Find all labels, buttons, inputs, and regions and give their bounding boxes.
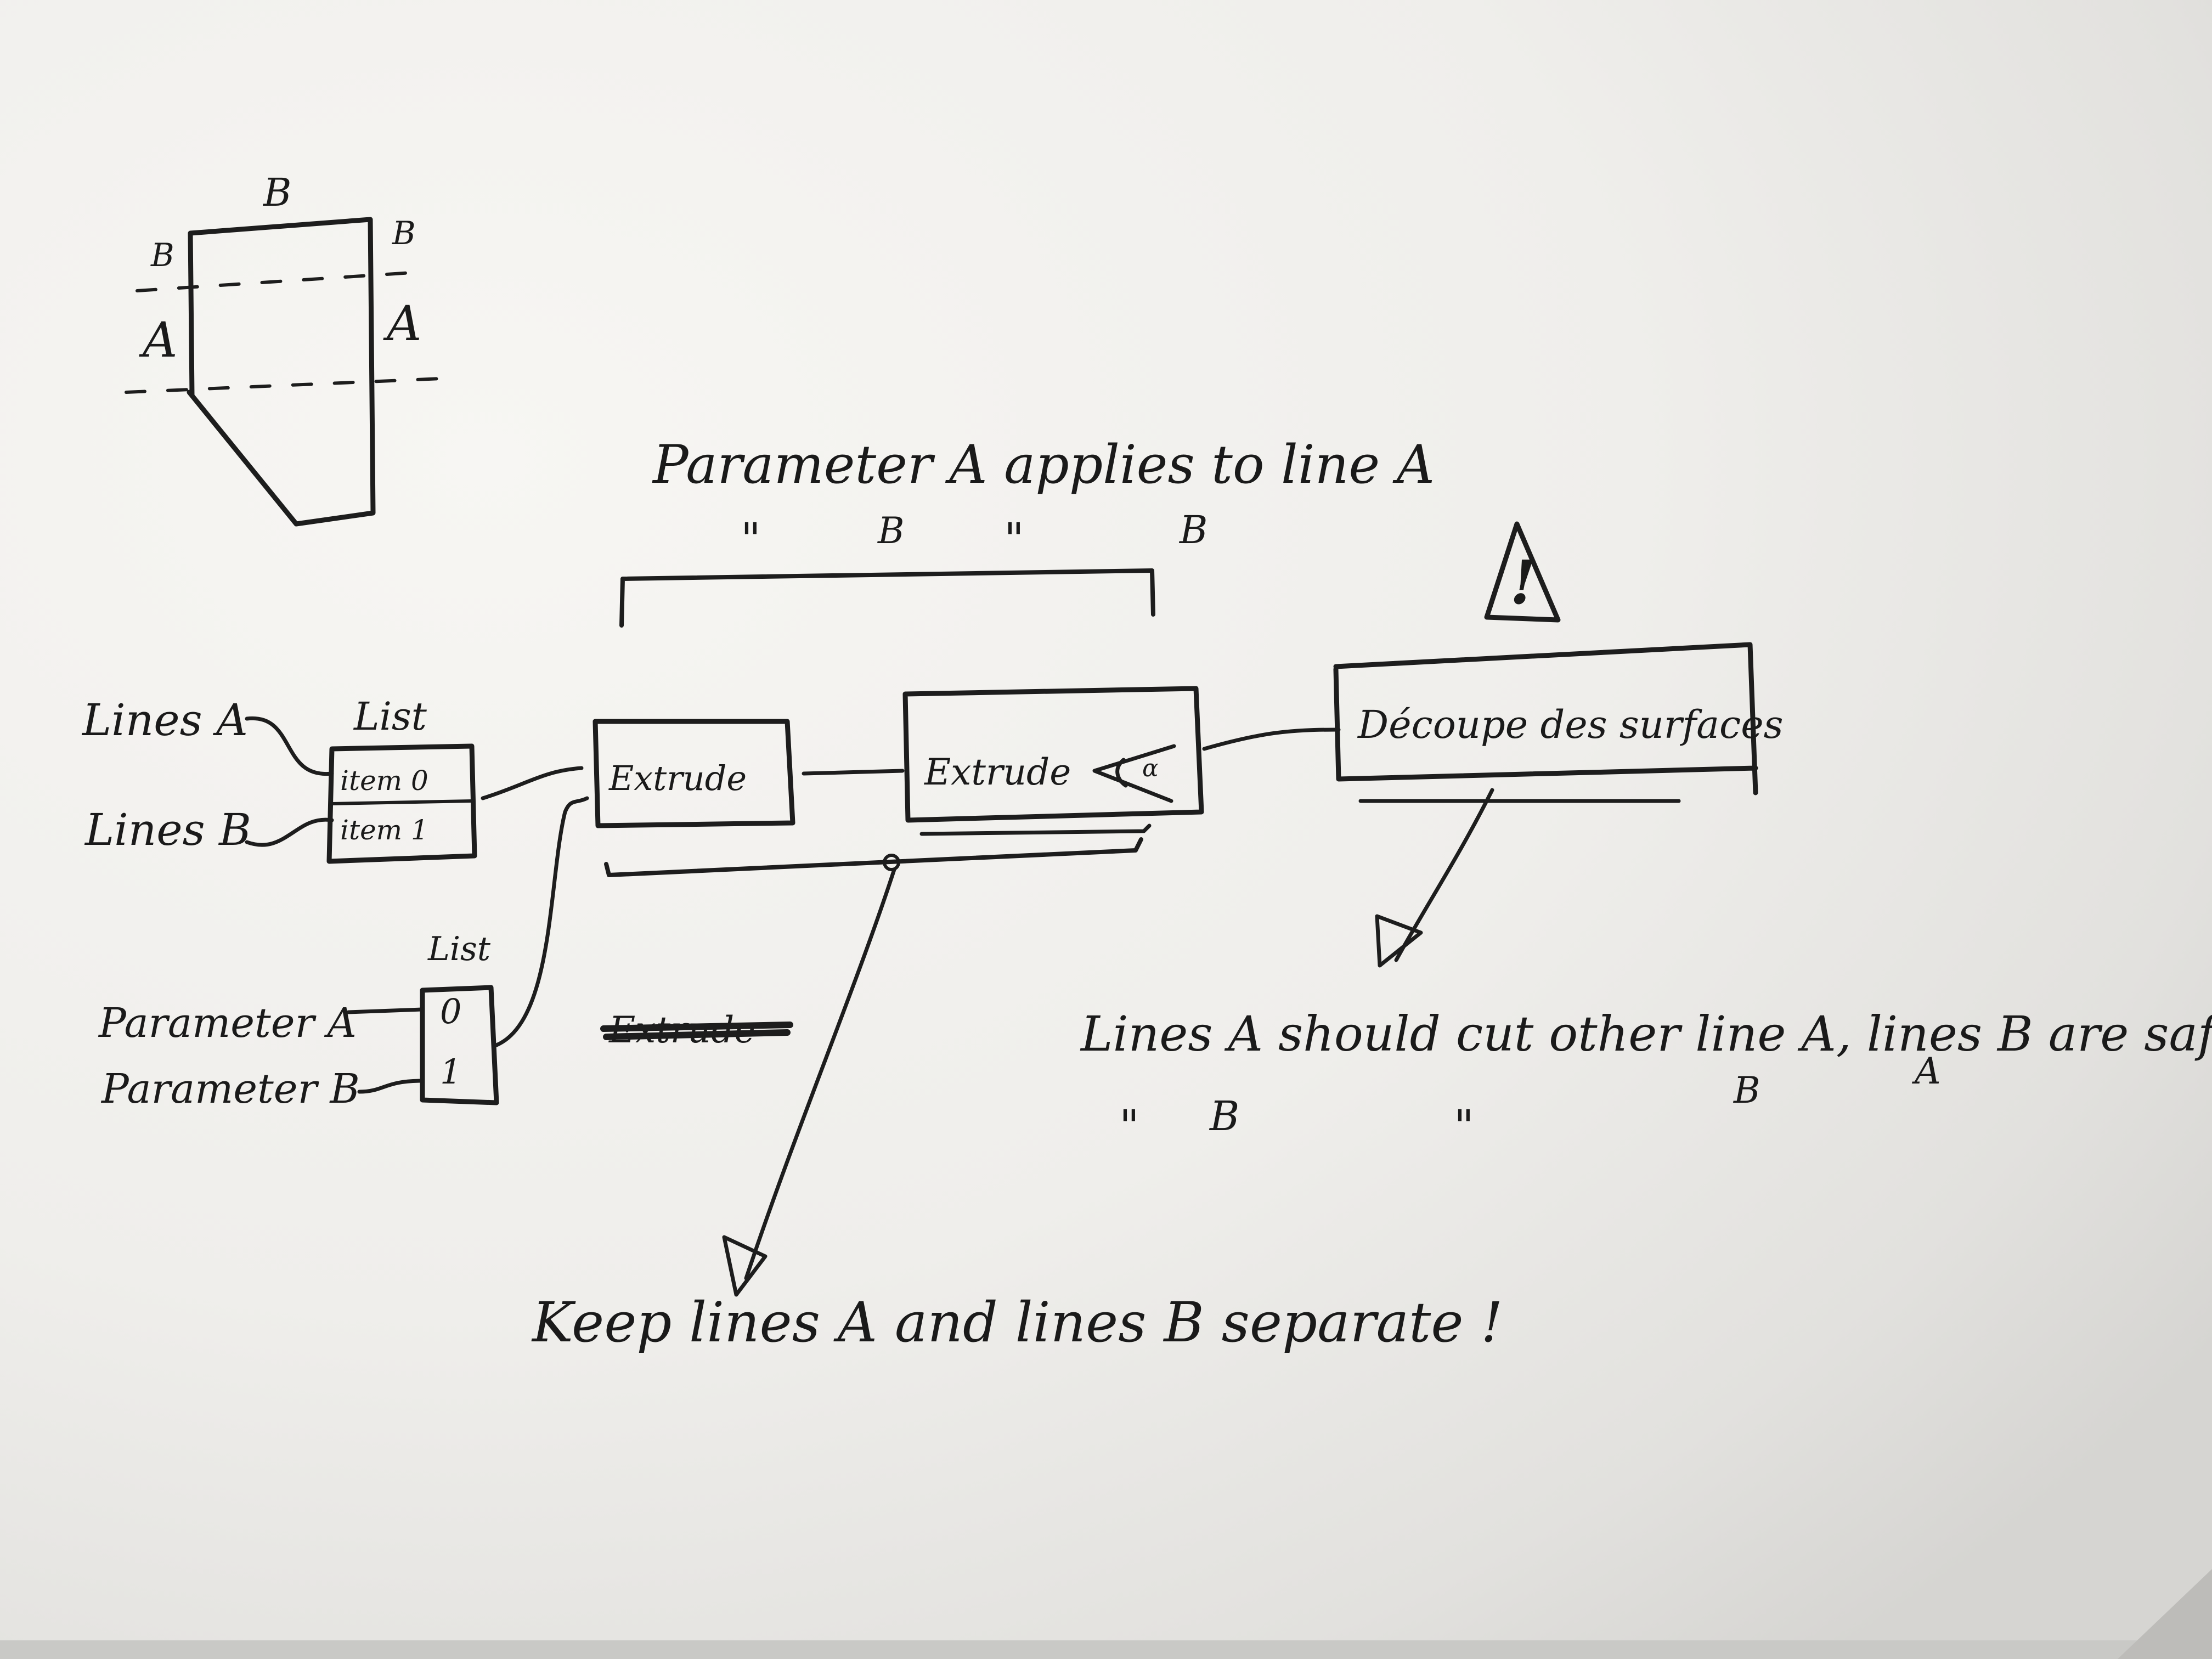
arrow-head-right xyxy=(1375,914,1423,968)
sketch-right-top-label: B xyxy=(392,215,416,252)
annotation-b2: B xyxy=(1178,507,1207,552)
right-note-ditto1: " xyxy=(1119,1101,1139,1152)
top-annotation: Parameter A applies to line A " B " B xyxy=(619,434,1435,628)
wire-lines-b xyxy=(245,817,334,847)
alpha-icon: α xyxy=(1142,754,1159,782)
wire-param-b xyxy=(357,1079,425,1094)
warning-mark: ! xyxy=(1510,547,1536,618)
extrude1-label: Extrude xyxy=(608,758,747,798)
annotation-line1: Parameter A applies to line A xyxy=(652,434,1435,495)
bottom-bracket xyxy=(604,837,1143,877)
bottom-note: Keep lines A and lines B separate ! xyxy=(531,1290,1503,1355)
right-note-a: A xyxy=(1911,1050,1941,1092)
shape-sketch: B B B A A xyxy=(125,170,443,527)
annotation-ditto2: " xyxy=(1004,514,1024,565)
right-note-ditto2: " xyxy=(1454,1101,1474,1152)
top-bracket xyxy=(619,568,1155,628)
right-note-line1: Lines A should cut other line A, lines B… xyxy=(1080,1006,2212,1062)
wire-list2-extrude1 xyxy=(494,796,589,1047)
decoupe-label: Découpe des surfaces xyxy=(1357,702,1784,747)
list1-title: List xyxy=(353,694,427,739)
table-edge xyxy=(2118,1569,2212,1659)
wire-param-a xyxy=(346,1007,425,1014)
lines-a-label: Lines A xyxy=(81,695,248,746)
param-a-label: Parameter A xyxy=(98,1000,357,1047)
list1-item1: item 1 xyxy=(340,814,428,846)
decoupe-node[interactable]: Découpe des surfaces xyxy=(1333,642,1784,803)
list2-item1: 1 xyxy=(440,1052,461,1092)
sketch-top-label: B xyxy=(262,170,291,215)
right-note-b2: B xyxy=(1733,1069,1760,1111)
sketch-left-mid-label: A xyxy=(139,312,178,368)
list2-item0: 0 xyxy=(440,991,461,1031)
cone-angle-icon xyxy=(1092,744,1176,803)
annotation-b1: B xyxy=(877,510,905,552)
arrow-head-bottom xyxy=(722,1235,768,1297)
list2-title: List xyxy=(427,930,491,968)
extrude2-label: Extrude xyxy=(924,751,1071,793)
list-node-lines[interactable]: List item 0 item 1 xyxy=(326,694,477,864)
warning-icon: ! xyxy=(1484,521,1561,623)
crossed-extrude: Extrude xyxy=(600,1009,793,1051)
sketch-left-top-label: B xyxy=(150,236,174,274)
extrude-node-1[interactable]: Extrude xyxy=(592,719,795,828)
annotation-ditto1: " xyxy=(741,514,761,565)
list1-item0: item 0 xyxy=(340,765,428,797)
arrow-to-right-note xyxy=(1394,788,1494,962)
sketch-right-mid-label: A xyxy=(383,295,422,352)
lines-b-label: Lines B xyxy=(84,804,251,855)
right-note: Lines A should cut other line A, lines B… xyxy=(1080,1006,2212,1152)
wire-lines-a xyxy=(245,716,334,776)
bracket-connector-dot xyxy=(883,854,900,871)
arrow-to-bottom-note xyxy=(744,867,896,1280)
extrude-node-2[interactable]: Extrude α xyxy=(902,686,1204,836)
right-note-b: B xyxy=(1209,1093,1239,1140)
wire-extrude1-extrude2 xyxy=(802,769,905,776)
wire-extrude2-decoupe xyxy=(1202,727,1341,751)
list-node-parameters[interactable]: List 0 1 xyxy=(420,930,499,1105)
param-b-label: Parameter B xyxy=(100,1065,360,1113)
wire-list1-extrude1 xyxy=(481,766,584,800)
